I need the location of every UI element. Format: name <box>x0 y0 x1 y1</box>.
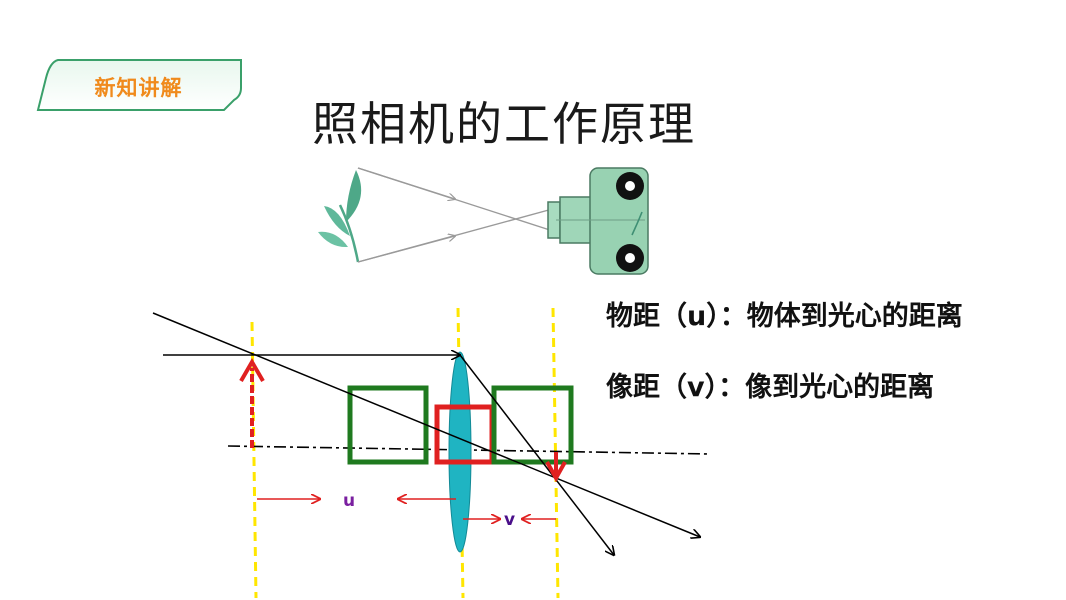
tag-label: 新知讲解 <box>94 76 183 100</box>
ray-diagram: u v <box>152 307 711 599</box>
camera-icon <box>547 167 649 275</box>
ray-refracted <box>459 354 614 555</box>
camera-illustration <box>318 167 649 275</box>
page-title: 照相机的工作原理 <box>312 97 696 151</box>
object-arrow <box>239 358 265 448</box>
tag-shape <box>36 59 242 111</box>
ray-through-center <box>152 312 700 537</box>
image-distance-definition: 像距（v）：像到光心的距离 <box>606 372 935 403</box>
image-arrow <box>545 452 567 483</box>
green-box-right <box>491 385 574 465</box>
image-guide-line <box>551 307 560 599</box>
v-label: v <box>504 510 515 530</box>
leaf-icon <box>318 170 362 263</box>
u-label: u <box>343 491 355 511</box>
convex-lens <box>448 351 472 553</box>
object-distance-definition: 物距（u）：物体到光心的距离 <box>606 301 963 332</box>
section-tag: 新知讲解 <box>36 58 246 112</box>
